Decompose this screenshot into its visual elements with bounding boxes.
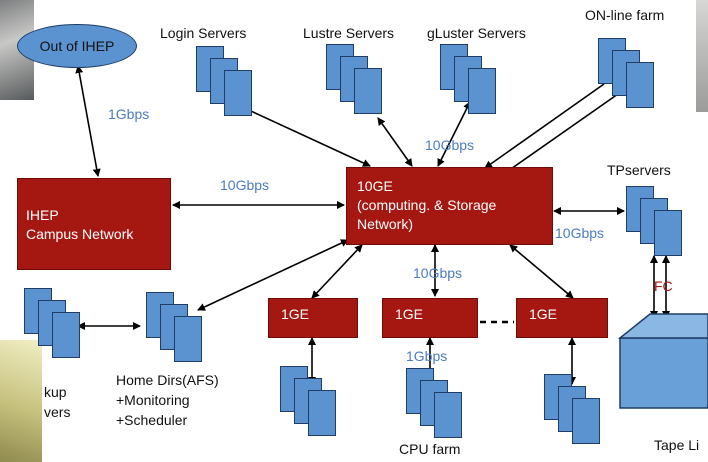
- link-login-core: [239, 105, 371, 167]
- core-network-line2: (computing. & Storage: [357, 197, 497, 213]
- photo-fragment-top-right: [696, 0, 708, 112]
- link-online-core-b: [497, 93, 619, 179]
- home-dirs-label-line1: Home Dirs(AFS): [116, 372, 219, 388]
- server-icon: [468, 68, 496, 114]
- home-dirs-stack: [146, 292, 206, 362]
- tp-servers-stack: [626, 186, 686, 256]
- campus-network-box: IHEP Campus Network: [17, 178, 171, 270]
- online-farm-label: ON-line farm: [585, 7, 665, 23]
- switch-1ge-left: 1GE: [268, 298, 358, 338]
- link-external-campus: [75, 65, 101, 177]
- speed-core-down: 10Gbps: [413, 265, 463, 281]
- speed-cpu: 1Gbps: [406, 348, 448, 364]
- server-icon: [572, 398, 600, 444]
- core-network-line1: 10GE: [357, 178, 393, 194]
- campus-network-line1: IHEP: [26, 207, 59, 223]
- gluster-servers-stack: [440, 44, 500, 114]
- lustre-servers-stack: [326, 44, 386, 114]
- core-network-box: 10GE (computing. & Storage Network): [346, 167, 553, 245]
- tpservers-label: TPservers: [607, 162, 671, 178]
- tape-library-cube: [617, 313, 708, 409]
- cpu-farm-label: CPU farm: [399, 441, 461, 457]
- server-icon: [626, 62, 654, 108]
- tape-library-label: Tape Li: [654, 437, 700, 453]
- server-icon: [434, 392, 462, 438]
- lustre-servers-label: Lustre Servers: [303, 25, 395, 41]
- server-icon: [174, 316, 202, 362]
- cpu-farm-stack: [406, 368, 466, 438]
- home-dirs-label-line3: +Scheduler: [116, 412, 188, 428]
- speed-campus-core: 10Gbps: [220, 177, 270, 193]
- login-servers-stack: [196, 46, 256, 116]
- speed-tp: 10Gbps: [555, 225, 605, 241]
- speed-uplink: 1Gbps: [108, 106, 150, 122]
- home-dirs-label-line2: +Monitoring: [116, 392, 190, 408]
- campus-network-line2: Campus Network: [26, 226, 134, 242]
- server-icon: [354, 68, 382, 114]
- server-icon: [308, 390, 336, 436]
- farm-left-stack: [280, 366, 340, 436]
- switch-1ge-right: 1GE: [516, 298, 608, 338]
- switch-1ge-middle: 1GE: [382, 298, 478, 338]
- link-lustre-core: [377, 117, 413, 167]
- server-icon: [52, 312, 80, 358]
- fc-label: FC: [654, 278, 673, 294]
- link-online-core-a: [484, 83, 605, 169]
- login-servers-label: Login Servers: [160, 25, 247, 41]
- farm-right-stack: [544, 374, 604, 444]
- external-network-label: Out of IHEP: [39, 38, 115, 54]
- external-network-ellipse: Out of IHEP: [17, 24, 137, 68]
- core-network-line3: Network): [357, 216, 414, 232]
- server-icon: [654, 210, 682, 256]
- gluster-servers-label: gLuster Servers: [427, 25, 526, 41]
- link-core-ge3: [509, 244, 574, 299]
- link-core-ge1: [311, 244, 363, 299]
- backup-servers-stack: [24, 288, 84, 358]
- speed-storage: 10Gbps: [425, 137, 475, 153]
- online-farm-stack: [598, 38, 658, 108]
- link-gluster-core: [437, 101, 471, 167]
- server-icon: [224, 70, 252, 116]
- backup-label-line2: vers: [44, 404, 71, 420]
- backup-label-line1: kup: [44, 384, 67, 400]
- photo-fragment-bottom-left: [0, 340, 42, 462]
